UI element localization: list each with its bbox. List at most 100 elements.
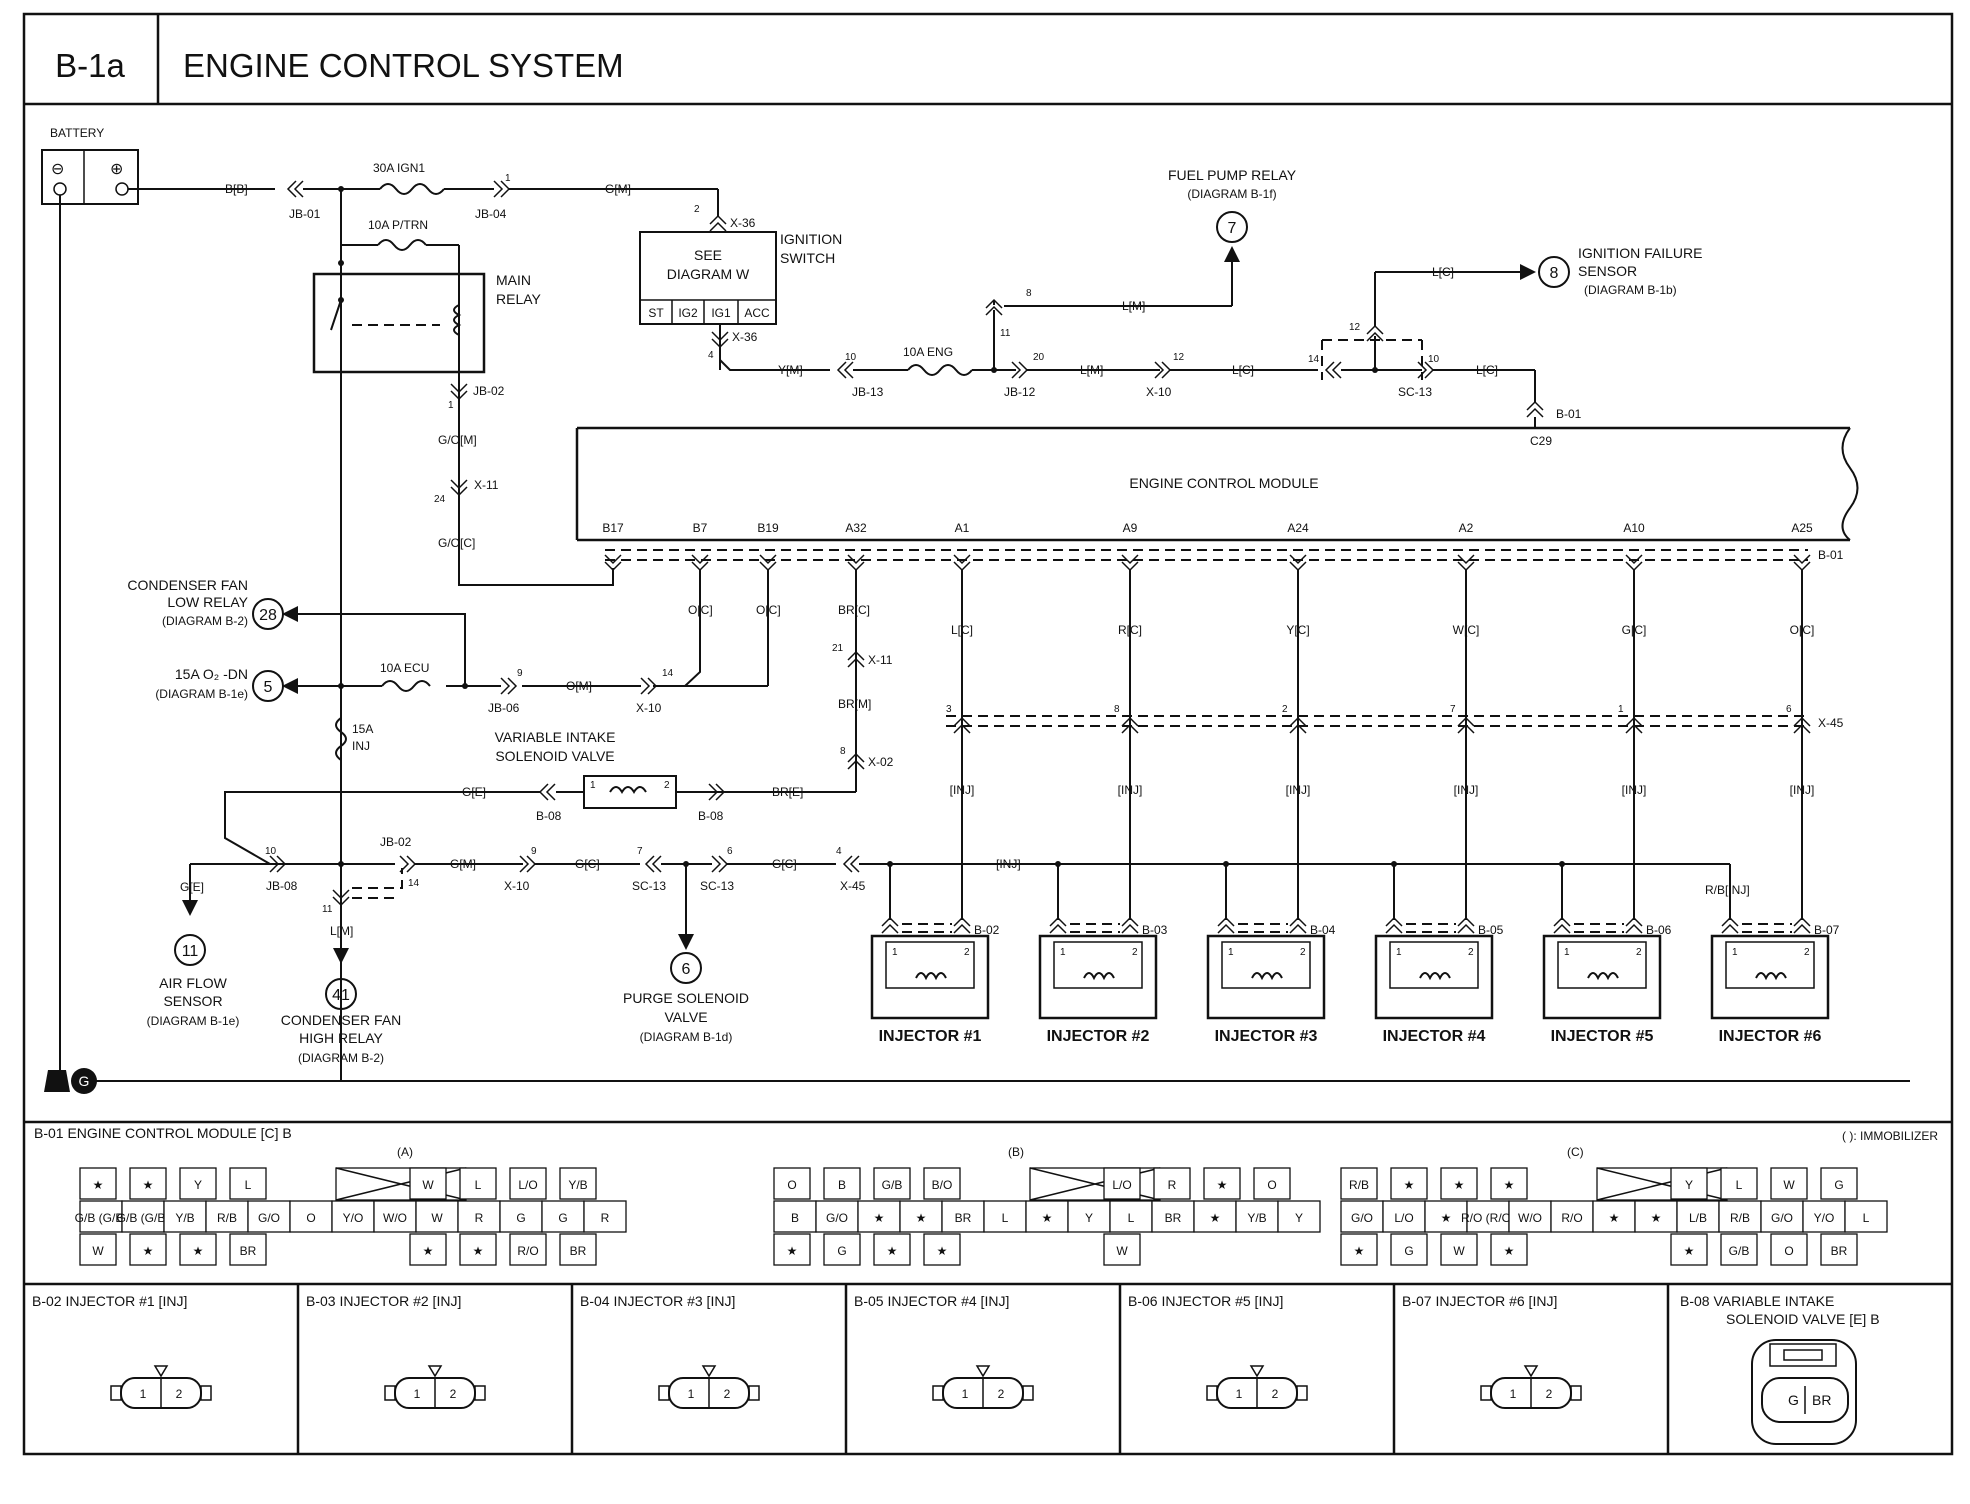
svg-text:10: 10 bbox=[1428, 354, 1440, 365]
pin-number: 2 bbox=[1468, 947, 1474, 958]
svg-text:9: 9 bbox=[517, 668, 523, 679]
svg-text:X-10: X-10 bbox=[636, 701, 662, 715]
wire-label: B[B] bbox=[225, 182, 248, 196]
connector-pin-color: R bbox=[1168, 1178, 1177, 1192]
connector-pin-color: ★ bbox=[1684, 1244, 1695, 1258]
vis-valve bbox=[583, 775, 677, 809]
connector-pin-cell bbox=[1490, 1167, 1528, 1200]
connector-pin-color: G bbox=[1834, 1178, 1843, 1192]
fuel-pump-relay-label: FUEL PUMP RELAY bbox=[1168, 167, 1297, 183]
view-b08-title: B-08 VARIABLE INTAKE bbox=[1680, 1293, 1834, 1309]
relay-switch bbox=[330, 299, 342, 350]
pin-number: 2 bbox=[1272, 1387, 1279, 1401]
connector-pin-color: ★ bbox=[1042, 1211, 1053, 1225]
connector-pin-color: ★ bbox=[1651, 1211, 1662, 1225]
connector-pin-cell bbox=[923, 1233, 961, 1266]
svg-text:Y[M]: Y[M] bbox=[778, 363, 803, 377]
pin-number: 2 bbox=[450, 1387, 457, 1401]
ecm-pin-label: B19 bbox=[757, 521, 779, 535]
connector-pin-color: G bbox=[516, 1211, 525, 1225]
svg-text:G[E]: G[E] bbox=[180, 880, 204, 894]
injector-coil bbox=[1755, 972, 1787, 981]
svg-text:O[C]: O[C] bbox=[688, 603, 713, 617]
injector-coil bbox=[1251, 972, 1283, 981]
injector-connector-terminals bbox=[1217, 916, 1307, 934]
connector-pin-color: B bbox=[791, 1211, 799, 1225]
connector-pin-cell bbox=[1203, 1167, 1241, 1200]
wire-label: O[C] bbox=[1790, 623, 1815, 637]
connector-label: JB-01 bbox=[289, 207, 321, 221]
injector-coil bbox=[1083, 972, 1115, 981]
wire-label: [INJ] bbox=[1286, 783, 1311, 797]
connector-pin-color: L/O bbox=[1394, 1211, 1413, 1225]
svg-text:41: 41 bbox=[332, 987, 350, 1004]
connector-pin-cell bbox=[941, 1200, 985, 1233]
relay-coil bbox=[453, 304, 462, 336]
connector-pin-cell bbox=[773, 1233, 811, 1266]
connector-pin-cell bbox=[1440, 1167, 1478, 1200]
connector-pin-cell bbox=[1802, 1200, 1846, 1233]
svg-text:B-08: B-08 bbox=[536, 809, 562, 823]
pin-number: 1 bbox=[1618, 704, 1624, 715]
ecm-label: ENGINE CONTROL MODULE bbox=[1129, 475, 1318, 491]
ecm-pin-label: B17 bbox=[602, 521, 624, 535]
injector-label: INJECTOR #5 bbox=[1551, 1028, 1654, 1045]
connector-pin-color: R/B bbox=[1349, 1178, 1369, 1192]
svg-text:(DIAGRAM B-1d): (DIAGRAM B-1d) bbox=[640, 1030, 733, 1044]
arrow-ign-failure bbox=[1520, 264, 1536, 280]
svg-text:X-45: X-45 bbox=[840, 879, 866, 893]
connector-pin-cell bbox=[289, 1200, 333, 1233]
ref-6-circle bbox=[670, 952, 702, 984]
injector-label: INJECTOR #6 bbox=[1719, 1028, 1822, 1045]
connector-pin-color: L/B bbox=[1689, 1211, 1707, 1225]
connector-pin-color: R/B bbox=[217, 1211, 237, 1225]
connector-jb13 bbox=[836, 361, 854, 379]
connector-pin-color: ★ bbox=[887, 1244, 898, 1258]
svg-text:6: 6 bbox=[727, 846, 733, 857]
injector-connector-label: B-07 bbox=[1814, 923, 1840, 937]
b08-connector-drawing: G BR bbox=[1751, 1339, 1857, 1445]
connector-pin-color: ★ bbox=[143, 1178, 154, 1192]
connector-pin-color: Y/B bbox=[1247, 1211, 1266, 1225]
connector-pin-color: W bbox=[431, 1211, 443, 1225]
connector-pin-color: R bbox=[601, 1211, 610, 1225]
svg-text:(DIAGRAM B-2): (DIAGRAM B-2) bbox=[298, 1051, 384, 1065]
connector-pin-color: L bbox=[245, 1178, 252, 1192]
connector-pin-color: Y/O bbox=[1814, 1211, 1835, 1225]
fuse-ign1 bbox=[379, 183, 445, 195]
ecm-pin-terminal bbox=[759, 554, 777, 572]
svg-text:20: 20 bbox=[1033, 352, 1045, 363]
injector-connector-label: B-03 bbox=[1142, 923, 1168, 937]
injector-connector-terminals bbox=[1385, 916, 1475, 934]
connector-pin-cell bbox=[1235, 1200, 1279, 1233]
connector-pin-color: O bbox=[1267, 1178, 1276, 1192]
connector-pin-cell bbox=[1109, 1200, 1153, 1233]
pin-number: 1 bbox=[414, 1387, 421, 1401]
connector-pin-color: ★ bbox=[1454, 1178, 1465, 1192]
svg-text:SWITCH: SWITCH bbox=[780, 250, 835, 266]
pin-number: 1 bbox=[1060, 947, 1066, 958]
connector-pin-cell bbox=[229, 1167, 267, 1200]
connector-pin-color: Y bbox=[1685, 1178, 1693, 1192]
connector-pin-color: ★ bbox=[1210, 1211, 1221, 1225]
svg-text:10: 10 bbox=[265, 846, 277, 857]
connector-pin-cell bbox=[1844, 1200, 1888, 1233]
svg-text:1: 1 bbox=[448, 400, 454, 411]
connector-pin-color: Y bbox=[194, 1178, 202, 1192]
injector-body bbox=[1206, 934, 1326, 1020]
injector-connector-terminals bbox=[1553, 916, 1643, 934]
svg-text:[INJ]: [INJ] bbox=[996, 857, 1021, 871]
svg-text:SOLENOID VALVE [E] B: SOLENOID VALVE [E] B bbox=[1726, 1311, 1880, 1327]
connector-pin-cell bbox=[873, 1167, 911, 1200]
connector-pin-cell bbox=[857, 1200, 901, 1233]
injector-body bbox=[1038, 934, 1158, 1020]
connector-pin-color: BR bbox=[570, 1244, 587, 1258]
svg-text:8: 8 bbox=[1026, 288, 1032, 299]
ecm-pin-terminal bbox=[1457, 554, 1475, 572]
wire-label: W[C] bbox=[1453, 623, 1480, 637]
pin-number: 6 bbox=[1786, 704, 1792, 715]
svg-text:BR[C]: BR[C] bbox=[838, 603, 870, 617]
connector-b01-label: B-01 bbox=[1818, 548, 1844, 562]
connector-jb01 bbox=[286, 180, 304, 198]
